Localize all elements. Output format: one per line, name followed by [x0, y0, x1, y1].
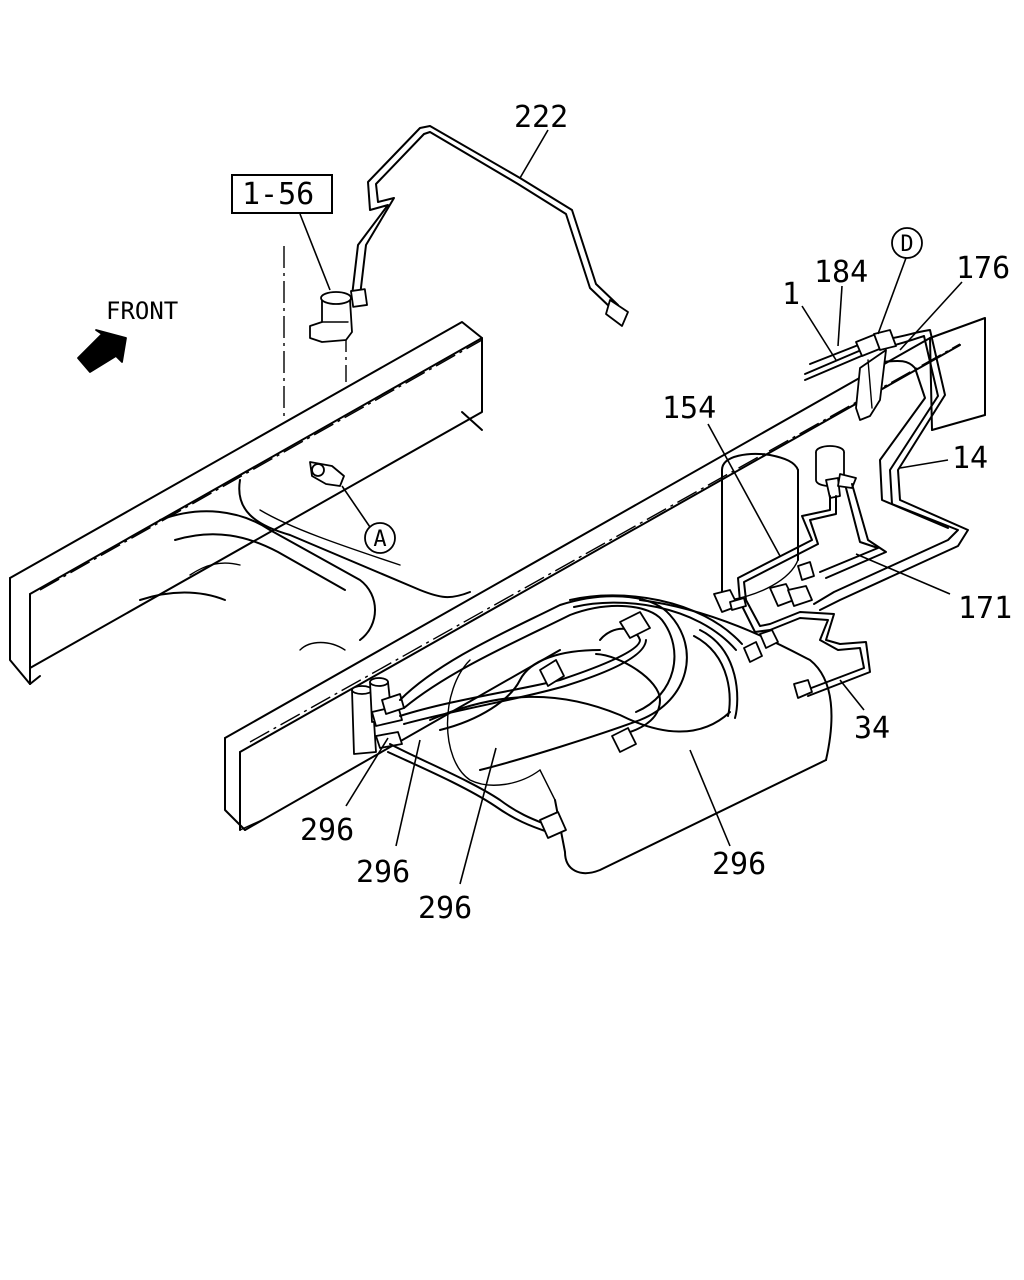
callout-176: 176: [956, 251, 1010, 286]
frame-rail-right: [224, 317, 986, 831]
callout-296-b: 296: [356, 855, 410, 890]
callout-296-a: 296: [300, 813, 354, 848]
front-label: FRONT: [106, 297, 178, 325]
air-tank-small: [721, 452, 799, 601]
front-arrow-icon: [77, 329, 127, 373]
callout-14: 14: [952, 441, 988, 476]
cross-member: [139, 479, 471, 651]
callout-222: 222: [514, 100, 568, 135]
bracket: [855, 349, 887, 421]
hose-fittings: [539, 611, 651, 839]
pipe-1-184: [804, 329, 897, 381]
reference-box-label: 1-56: [242, 177, 314, 212]
leader-lines: [299, 129, 963, 885]
air-tank-large: [446, 599, 833, 875]
circle-a-marker: [364, 522, 396, 554]
circle-d-marker: [891, 227, 923, 259]
fitting-cluster: [713, 561, 815, 699]
callout-296-c: 296: [418, 891, 472, 926]
callout-1: 1: [782, 277, 800, 312]
circle-d-label: D: [900, 232, 913, 257]
reference-box: [231, 174, 333, 214]
distribution-valve: [351, 677, 405, 755]
callout-34: 34: [854, 711, 890, 746]
tee-fitting: [309, 461, 345, 487]
callout-296-d: 296: [712, 847, 766, 882]
valve-1-56: [309, 291, 353, 343]
pipe-222: [350, 125, 629, 327]
hoses-296: [387, 594, 743, 833]
callout-154: 154: [662, 391, 716, 426]
callout-184: 184: [814, 255, 868, 290]
frame-rail-left: [9, 321, 483, 685]
circle-a-label: A: [373, 527, 386, 552]
callout-171: 171: [958, 591, 1012, 626]
tank-valve: [815, 445, 857, 499]
